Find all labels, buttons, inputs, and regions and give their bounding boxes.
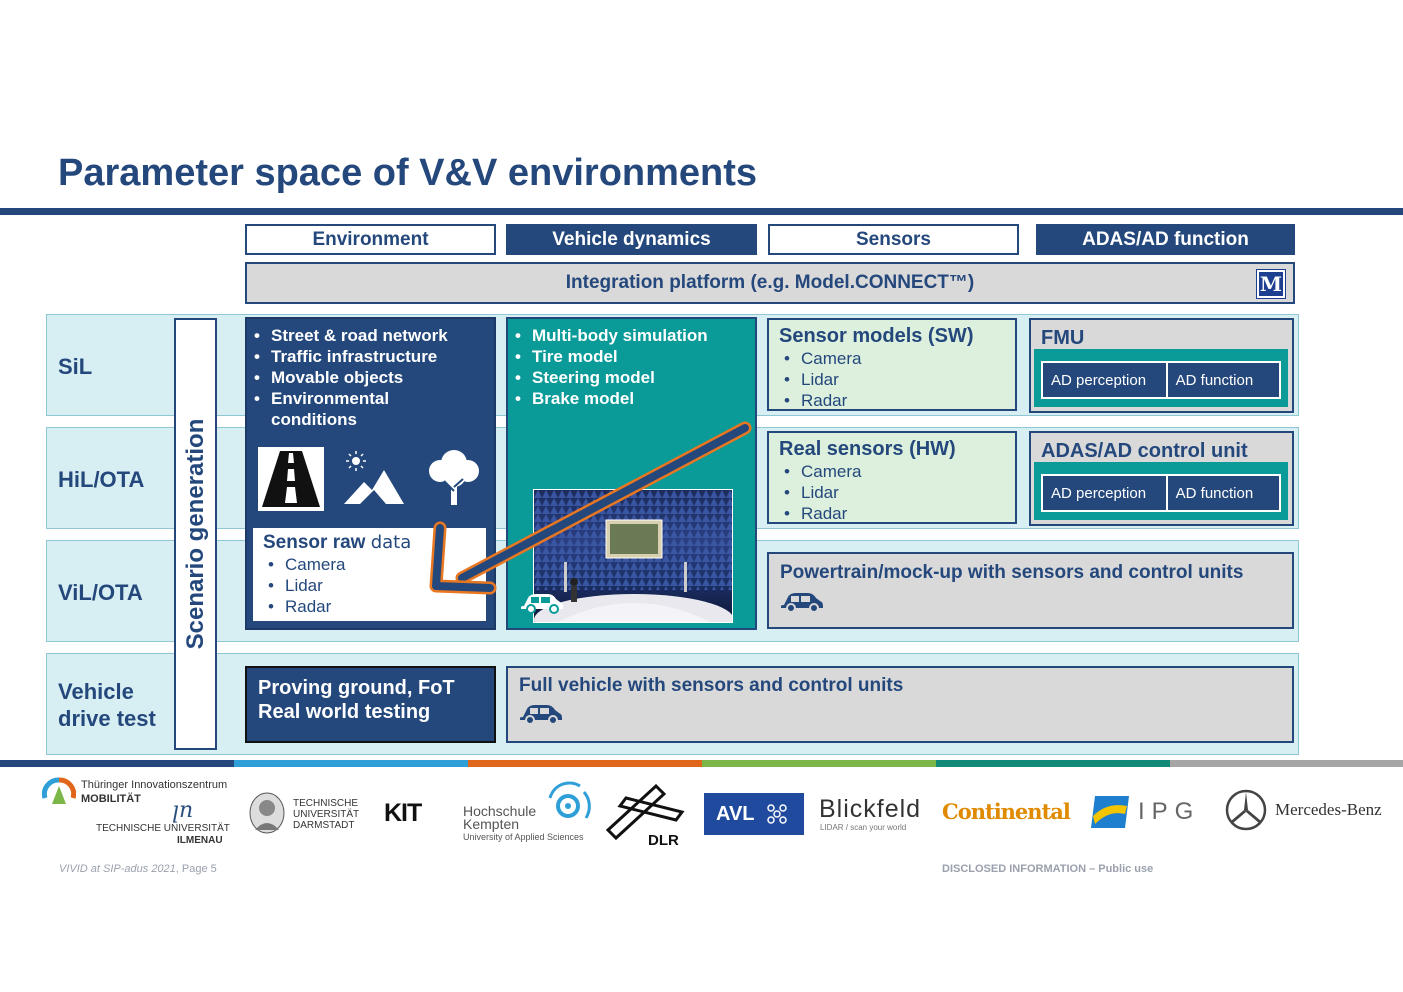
title-rule <box>0 208 1403 215</box>
list-item: Radar <box>263 596 486 617</box>
kempten-logo: Hochschule Kempten University of Applied… <box>463 803 584 842</box>
integration-platform-bar: Integration platform (e.g. Model.CONNECT… <box>245 262 1295 304</box>
row-label-hil: HiL/OTA <box>58 467 145 492</box>
fmu-title: FMU <box>1041 327 1085 349</box>
avl-logo-mark <box>767 804 787 824</box>
sun-mountain-icon <box>344 451 404 504</box>
integration-platform-label: Integration platform (e.g. Model.CONNECT… <box>565 272 975 293</box>
dlr-logo: DLR <box>648 832 679 849</box>
list-item: Lidar <box>779 482 1005 503</box>
road-icon <box>258 447 324 511</box>
tiim-logo-line2: MOBILITÄT <box>81 793 141 805</box>
tiim-logo-mark <box>42 777 76 804</box>
color-bar-segment <box>234 760 468 767</box>
list-item: Street & road network <box>249 325 494 346</box>
list-item: Lidar <box>263 575 486 596</box>
row-label-vil: ViL/OTA <box>58 580 143 605</box>
scenario-generation-box <box>174 318 217 750</box>
fmu-ad-function: AD function <box>1175 371 1254 389</box>
real-sensors-title: Real sensors (HW) <box>779 438 956 460</box>
tu-ilmenau-line2: ILMENAU <box>177 835 223 846</box>
scenario-generation-label: Scenario generation <box>182 418 209 650</box>
tu-ilmenau-line1: TECHNISCHE UNIVERSITÄT <box>96 823 230 834</box>
vehicle-dynamics-list: Multi-body simulation Tire model Steerin… <box>510 325 755 409</box>
control-unit-box: ADAS/AD control unit AD perception AD fu… <box>1029 431 1294 526</box>
column-header-environment: Environment <box>245 224 496 255</box>
fmu-ad-row: AD perception AD function <box>1041 361 1281 399</box>
real-sensors-box: Real sensors (HW) Camera Lidar Radar <box>767 431 1017 524</box>
list-item: Lidar <box>779 369 1005 390</box>
list-item: Radar <box>779 390 1005 411</box>
control-unit-ad-perception: AD perception <box>1043 476 1168 510</box>
color-bar-segment <box>1170 760 1403 767</box>
sensor-raw-data-box: Sensor raw data Camera Lidar Radar <box>253 528 486 621</box>
powertrain-box: Powertrain/mock-up with sensors and cont… <box>767 552 1294 629</box>
mercedes-benz-logo: Mercedes-Benz <box>1275 800 1382 819</box>
control-unit-ad-row: AD perception AD function <box>1041 474 1281 512</box>
list-item: Brake model <box>510 388 755 409</box>
control-unit-title: ADAS/AD control unit <box>1041 440 1248 462</box>
tree-icon <box>429 450 479 505</box>
proving-ground-line2: Real world testing <box>258 701 431 723</box>
column-header-vehicle-dynamics: Vehicle dynamics <box>506 224 757 255</box>
avl-logo: AVL <box>716 803 755 825</box>
model-connect-logo: M <box>1256 269 1286 299</box>
kit-logo: KIT <box>384 799 422 827</box>
color-bar-segment <box>936 760 1170 767</box>
list-item: Steering model <box>510 367 755 388</box>
color-bar-segment <box>468 760 702 767</box>
fmu-box: FMU AD perception AD function <box>1029 318 1294 413</box>
sensor-models-box: Sensor models (SW) Camera Lidar Radar <box>767 318 1017 411</box>
kempten-logo-mark <box>548 781 591 819</box>
color-bar-segment <box>702 760 936 767</box>
mercedes-star-icon <box>1225 789 1267 831</box>
list-item: Environmental conditions <box>249 388 441 430</box>
row-label-vehicle-drive-test: Vehicle drive test <box>58 679 156 731</box>
ipg-logo: IPG <box>1138 798 1201 825</box>
column-header-sensors: Sensors <box>768 224 1019 255</box>
footer-right: DISCLOSED INFORMATION – Public use <box>942 863 1154 875</box>
car-icon <box>520 705 562 725</box>
tu-ilmenau-logo-mark: ꞁn <box>172 798 194 823</box>
sensor-raw-data-title: Sensor raw data <box>263 532 412 553</box>
full-vehicle-title: Full vehicle with sensors and control un… <box>519 675 904 696</box>
blickfeld-tagline: LIDAR / scan your world <box>820 823 907 832</box>
tu-darmstadt-seal-icon <box>249 792 285 834</box>
car-icon <box>781 593 823 613</box>
control-unit-ad-function: AD function <box>1175 484 1254 502</box>
full-vehicle-box: Full vehicle with sensors and control un… <box>506 666 1294 743</box>
proving-ground-line1: Proving ground, FoT <box>258 677 455 699</box>
proving-ground-box: Proving ground, FoT Real world testing <box>245 666 496 743</box>
fmu-ad-perception: AD perception <box>1043 363 1168 397</box>
list-item: Traffic infrastructure <box>249 346 494 367</box>
test-chamber-photo <box>533 489 733 623</box>
dlr-logo-mark <box>606 784 685 841</box>
column-header-adas-ad-function: ADAS/AD function <box>1036 224 1295 255</box>
list-item: Movable objects <box>249 367 494 388</box>
list-item: Camera <box>779 348 1005 369</box>
car-icon <box>521 594 563 614</box>
environment-list: Street & road network Traffic infrastruc… <box>249 325 494 430</box>
list-item: Multi-body simulation <box>510 325 755 346</box>
test-chamber-illustration <box>534 490 732 622</box>
row-label-sil: SiL <box>58 354 93 379</box>
page-title: Parameter space of V&V environments <box>58 152 758 194</box>
tiim-logo-line1: Thüringer Innovationszentrum <box>81 779 228 791</box>
continental-logo: Continental <box>942 799 1071 824</box>
data-flow-arrow <box>429 421 752 595</box>
blickfeld-logo: Blickfeld <box>819 795 922 823</box>
color-bar-segment <box>0 760 234 767</box>
ipg-logo-mark <box>1091 796 1129 828</box>
powertrain-title: Powertrain/mock-up with sensors and cont… <box>780 562 1244 583</box>
avl-logo-box: AVL <box>704 793 804 835</box>
footer-left: VIVID at SIP-adus 2021, Page 5 <box>59 863 217 875</box>
list-item: Tire model <box>510 346 755 367</box>
list-item: Camera <box>779 461 1005 482</box>
sensor-models-title: Sensor models (SW) <box>779 325 974 347</box>
tu-darmstadt-logo: TECHNISCHE UNIVERSITÄT DARMSTADT <box>293 798 360 831</box>
list-item: Camera <box>263 554 486 575</box>
list-item: Radar <box>779 503 1005 524</box>
